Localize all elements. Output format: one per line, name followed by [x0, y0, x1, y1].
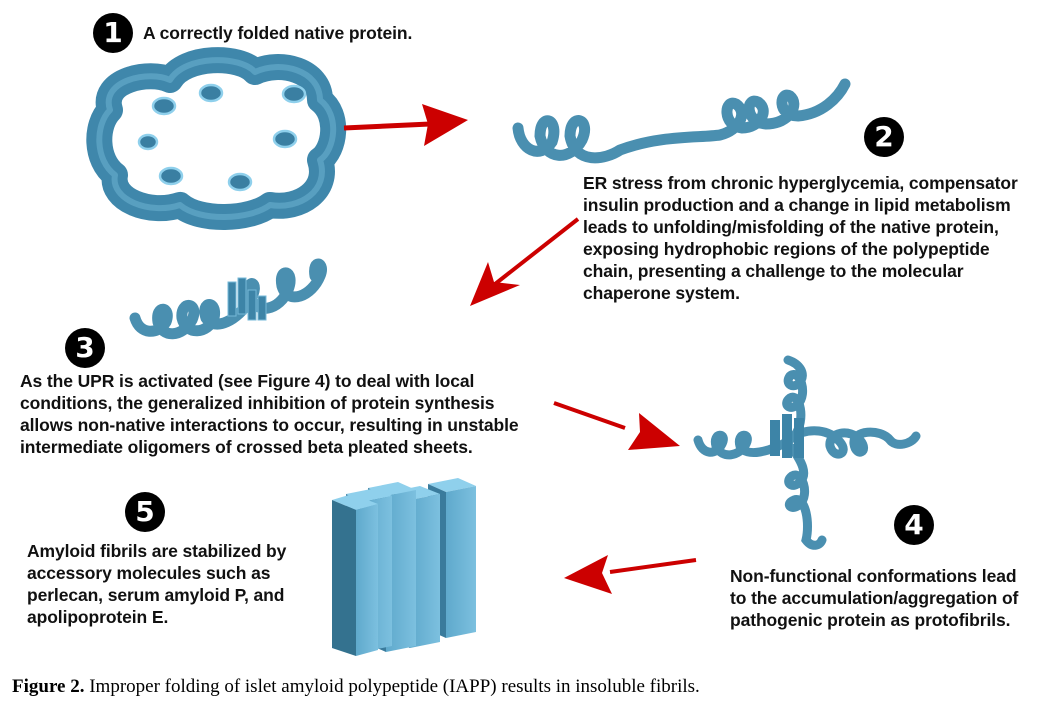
arrow-2-to-3: [470, 217, 580, 306]
step-2-badge: 2: [864, 117, 904, 157]
step-1-text: A correctly folded native protein.: [143, 23, 413, 43]
step-3-badge: 3: [65, 328, 105, 368]
native-protein-graphic: [86, 47, 347, 230]
step-5-badge: 5: [125, 492, 165, 532]
arrow-1-to-2: [343, 104, 468, 146]
figure-caption: Figure 2. Improper folding of islet amyl…: [12, 676, 700, 698]
unfolded-chain-graphic: [512, 78, 851, 164]
helix-cylinders: [137, 83, 307, 192]
step-4-badge: 4: [894, 505, 934, 545]
step-2-text: ER stress from chronic hyperglycemia, co…: [583, 173, 1018, 303]
caption-label: Figure 2.: [12, 676, 85, 697]
oligomer-graphic: [129, 258, 327, 340]
step-5-text: Amyloid fibrils are stabilized by access…: [27, 541, 287, 627]
step-3-text: As the UPR is activated (see Figure 4) t…: [20, 371, 519, 457]
amyloid-fibril-graphic: [332, 478, 476, 656]
step-1-badge: 1: [93, 13, 133, 53]
arrow-4-to-5: [564, 555, 697, 594]
arrow-3-to-4: [553, 401, 680, 450]
protofibril-graphic: [693, 355, 921, 550]
step-4-text: Non-functional conformations lead to the…: [730, 566, 1019, 630]
caption-text: Improper folding of islet amyloid polype…: [84, 676, 700, 697]
protein-ring: [86, 47, 347, 230]
